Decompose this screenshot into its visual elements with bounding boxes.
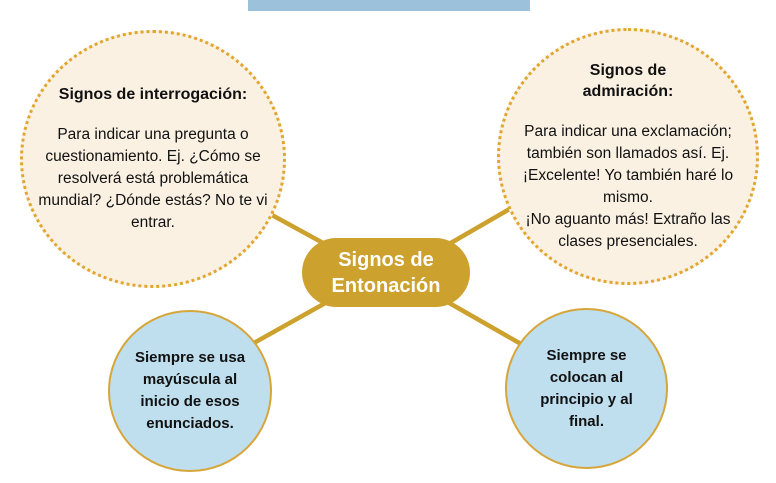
center-node-label: Signos de Entonación xyxy=(331,248,441,297)
node-mayuscula: Siempre se usa mayúscula al inicio de es… xyxy=(108,310,272,472)
top-accent-bar xyxy=(248,0,530,11)
node-colocacion-text: Siempre se colocan al principio y al fin… xyxy=(540,346,633,430)
node-admiracion-body-1: Para indicar una exclamación; también so… xyxy=(522,123,734,206)
node-signos-admiracion: Signos de admiración: Para indicar una e… xyxy=(497,28,759,285)
center-node-signos-entonacion: Signos de Entonación xyxy=(302,238,470,307)
node-admiracion-body-2: ¡No aguanto más! Extraño las clases pres… xyxy=(525,211,731,250)
node-interrogacion-title: Signos de interrogación: xyxy=(58,86,248,103)
node-mayuscula-text: Siempre se usa mayúscula al inicio de es… xyxy=(134,349,246,432)
node-colocacion: Siempre se colocan al principio y al fin… xyxy=(505,308,668,469)
node-interrogacion-body: Para indicar una pregunta o cuestionamie… xyxy=(38,126,268,231)
node-admiracion-title: Signos de admiración: xyxy=(582,62,674,100)
node-signos-interrogacion: Signos de interrogación: Para indicar un… xyxy=(20,30,286,288)
